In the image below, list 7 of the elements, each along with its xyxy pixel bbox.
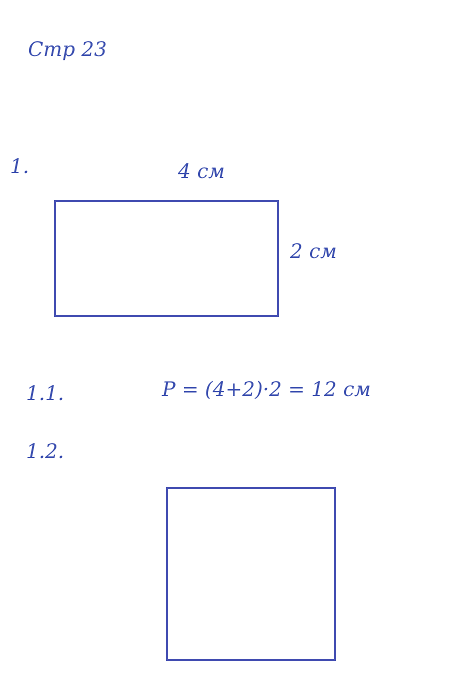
page-number: Стр 23 <box>28 38 107 60</box>
perimeter-formula: P = (4+2)·2 = 12 см <box>162 378 371 400</box>
dimension-label: 2 см <box>290 240 337 262</box>
task-number: 1. <box>10 155 30 177</box>
task-number: 1.1. <box>26 382 64 404</box>
task-number: 1.2. <box>26 440 64 462</box>
dimension-label: 4 см <box>178 160 225 182</box>
